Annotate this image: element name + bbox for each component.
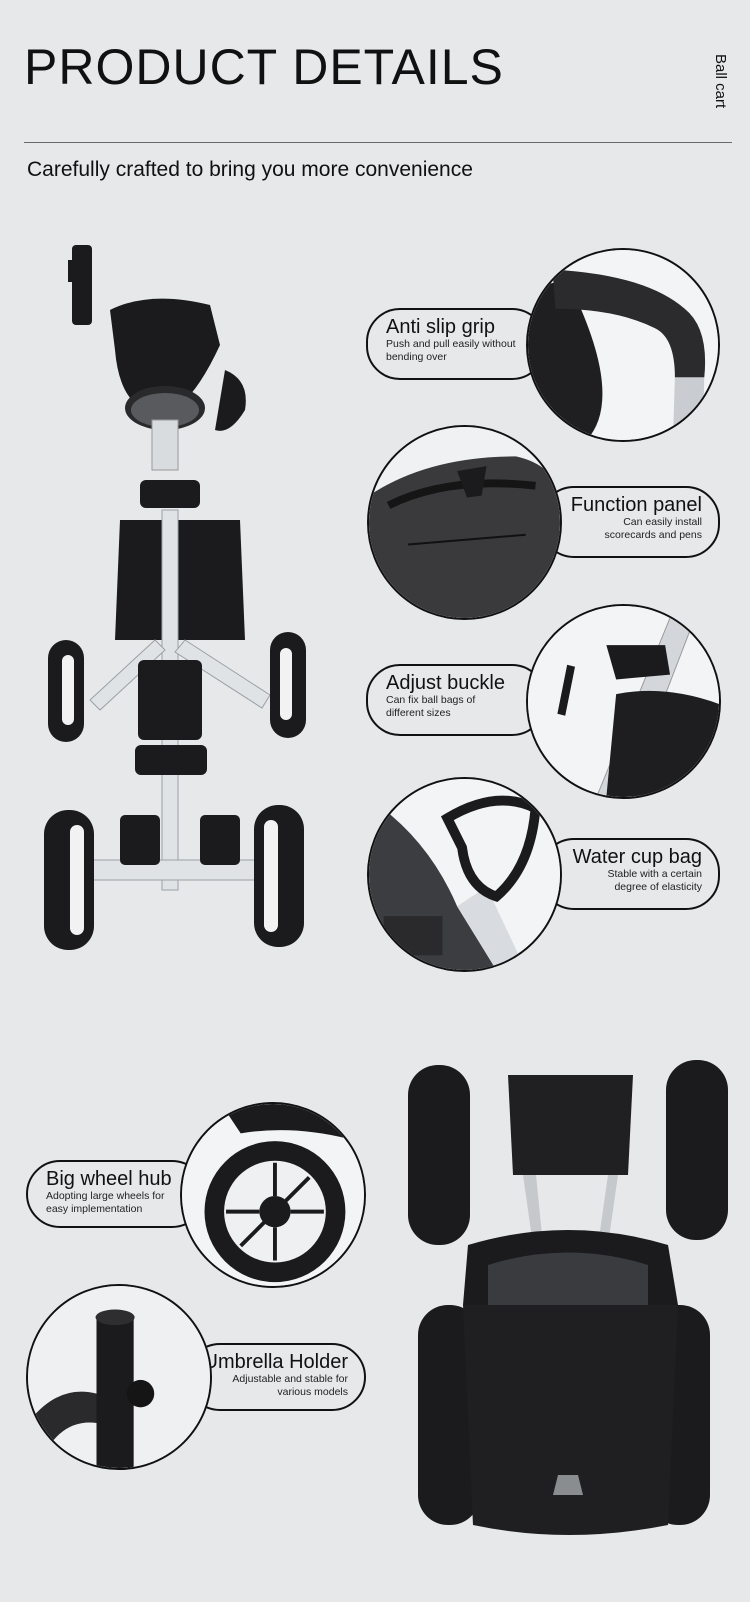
feature-desc: Adopting large wheels for easy implement… [46,1190,165,1215]
golf-cart-top-image [408,1055,730,1535]
feature-title: Umbrella Holder [203,1351,349,1373]
feature-anti-slip-grip: Anti slip grip Push and pull easily with… [366,308,546,380]
cup-holder-closeup-icon [367,777,562,972]
feature-big-wheel-hub: Big wheel hub Adopting large wheels for … [26,1160,206,1228]
feature-title: Big wheel hub [46,1168,172,1190]
golf-cart-front-image [40,240,320,975]
umbrella-holder-closeup-icon [26,1284,212,1470]
feature-adjust-buckle: Adjust buckle Can fix ball bags of diffe… [366,664,546,736]
divider [24,142,732,143]
feature-umbrella-holder: Umbrella Holder Adjustable and stable fo… [186,1343,366,1411]
feature-function-panel: Function panel Can easily install scorec… [540,486,720,558]
feature-water-cup-bag: Water cup bag Stable with a certain degr… [540,838,720,910]
page-title: PRODUCT DETAILS [24,39,504,95]
feature-desc: Stable with a certain degree of elastici… [607,868,702,893]
feature-title: Function panel [570,494,702,516]
grip-closeup-icon [526,248,720,442]
feature-title: Water cup bag [572,846,702,868]
feature-desc: Adjustable and stable for various models [232,1373,348,1398]
feature-title: Adjust buckle [386,672,505,694]
panel-closeup-icon [367,425,562,620]
feature-desc: Can easily install scorecards and pens [604,516,702,541]
page-subtitle: Carefully crafted to bring you more conv… [27,158,473,181]
buckle-closeup-icon [526,604,721,799]
feature-desc: Push and pull easily without bending ove… [386,338,516,363]
feature-desc: Can fix ball bags of different sizes [386,694,476,719]
feature-title: Anti slip grip [386,316,495,338]
wheel-closeup-icon [180,1102,366,1288]
side-label: Ball cart [712,54,729,109]
